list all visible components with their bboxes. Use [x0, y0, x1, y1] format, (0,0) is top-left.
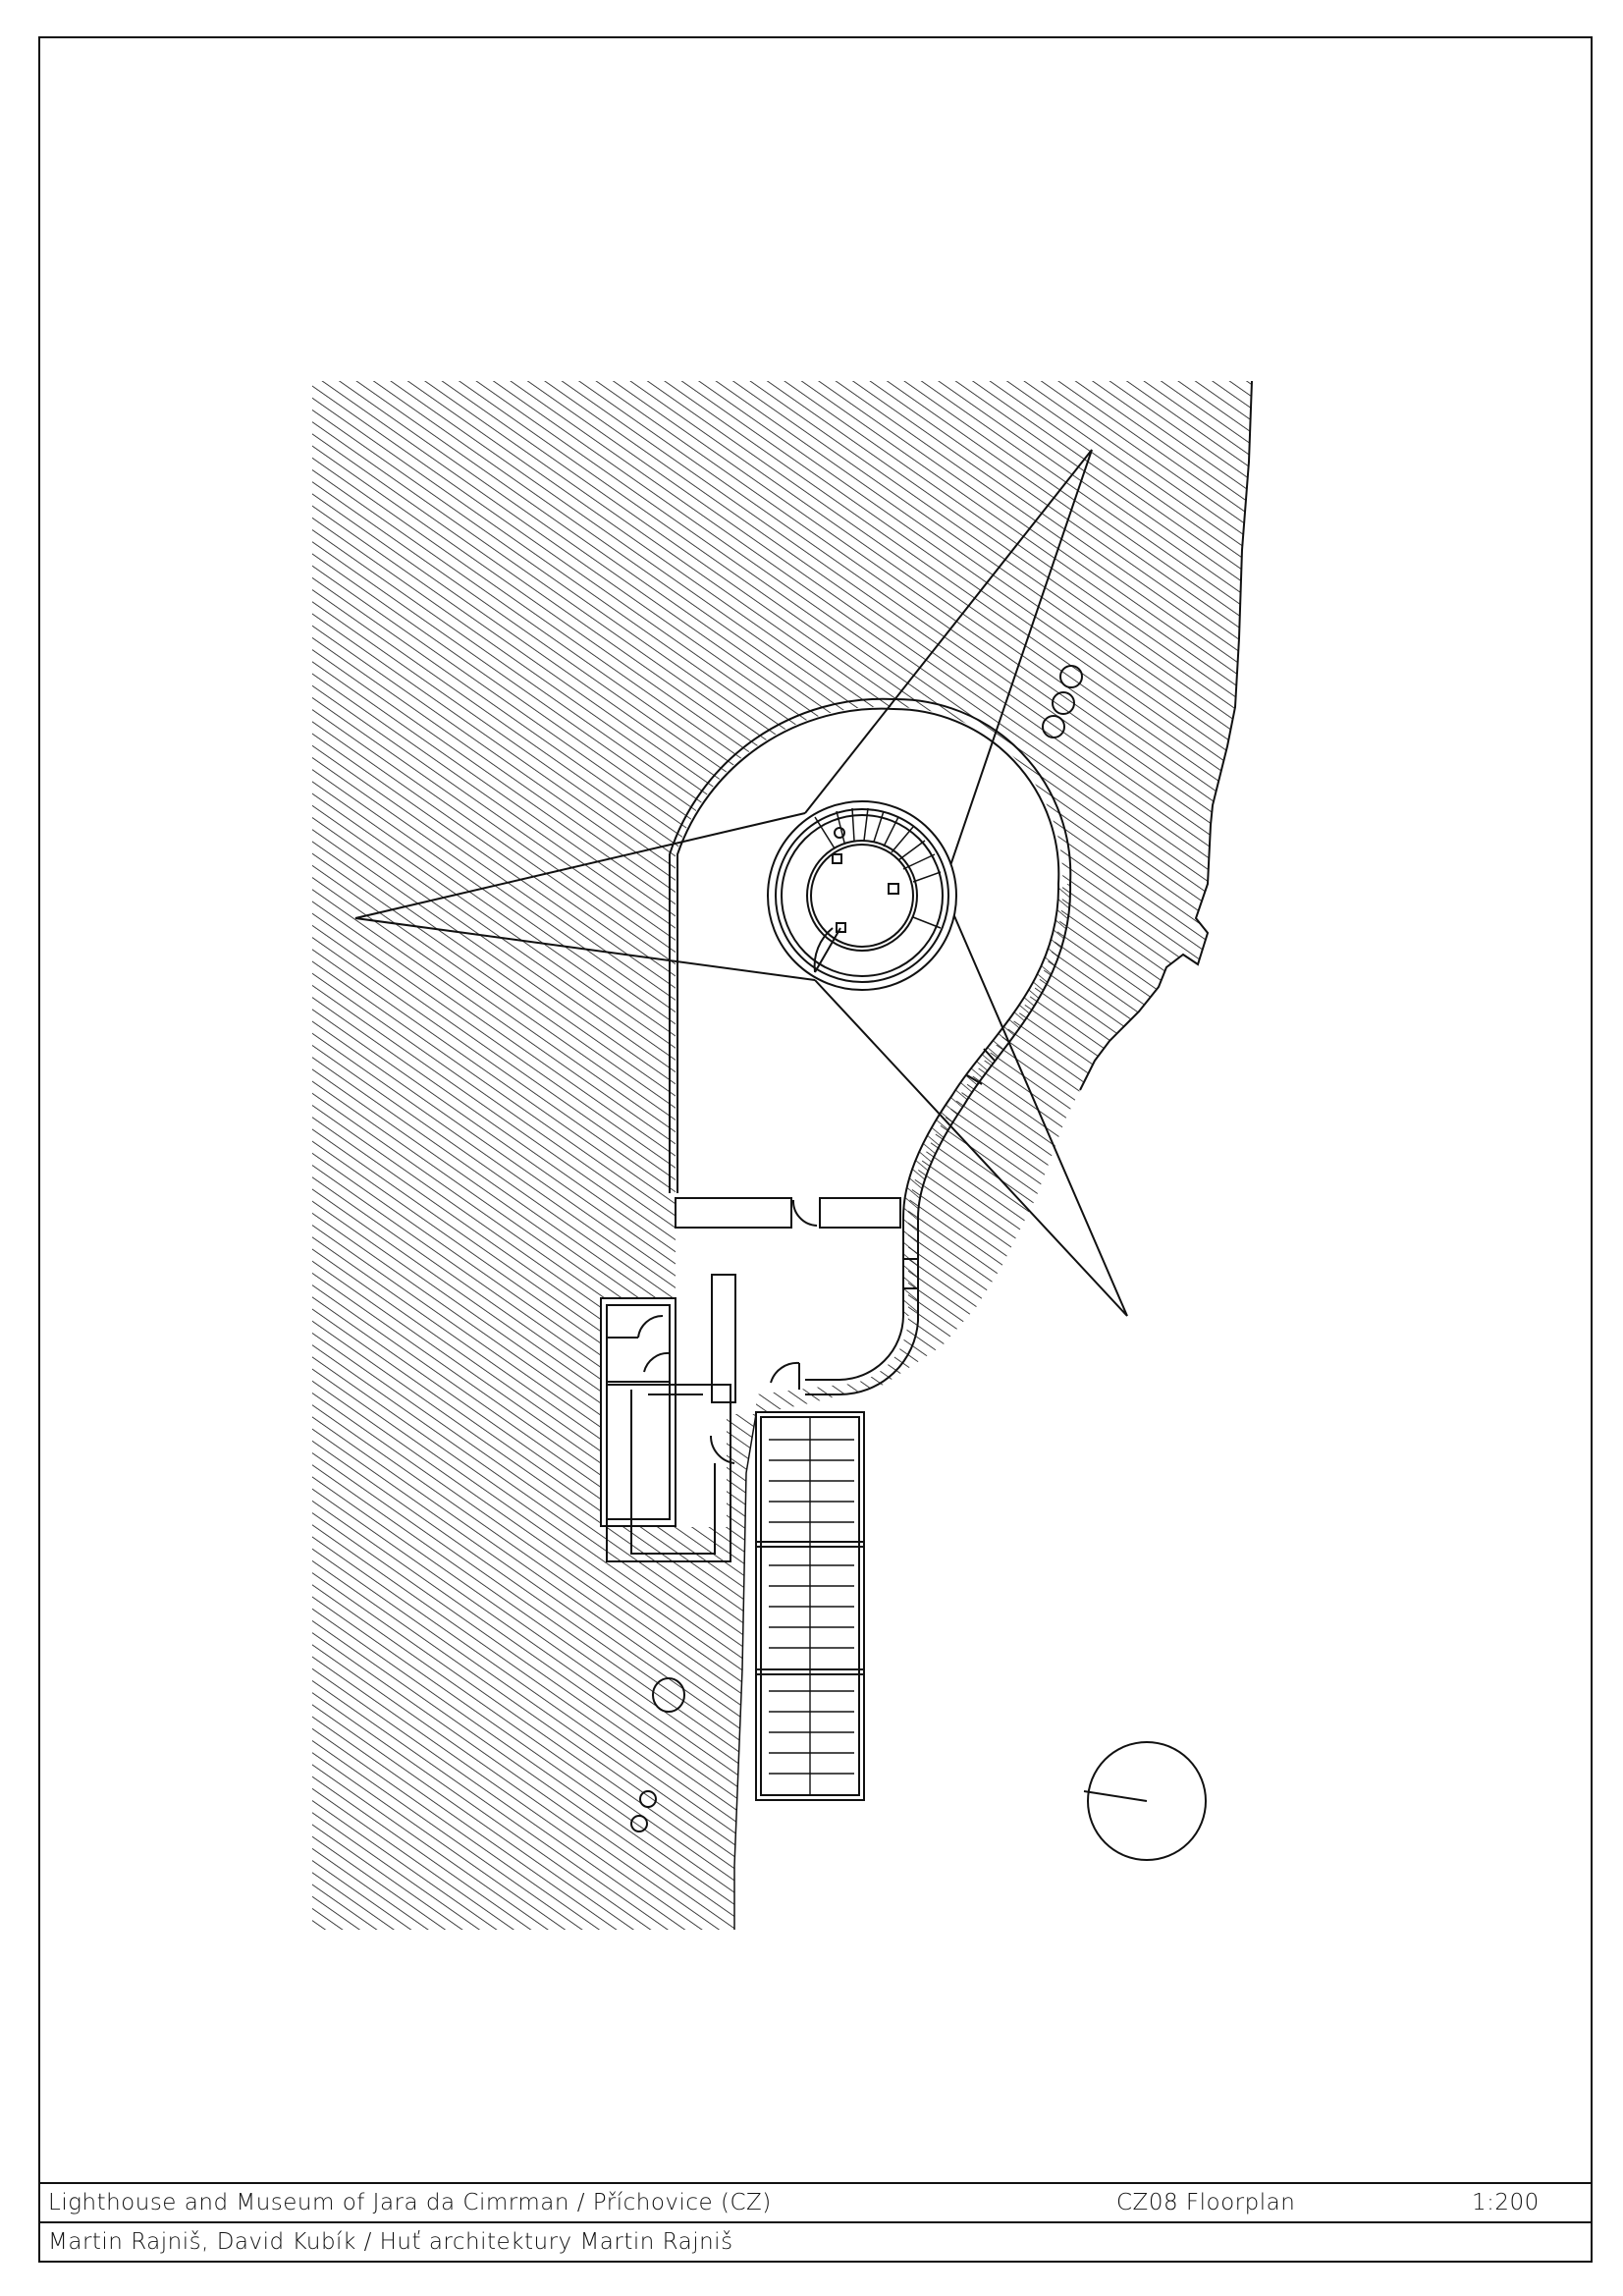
teardrop-outer-wall [669, 697, 1072, 1396]
entrance-rooms [600, 1197, 901, 1562]
authors: Martin Rajniš, David Kubík / Huť archite… [48, 2229, 733, 2255]
exterior-staircase [755, 1411, 865, 1801]
title-block-row-2: Martin Rajniš, David Kubík / Huť archite… [38, 2223, 1593, 2263]
title-block-row-1: Lighthouse and Museum of Jara da Cimrman… [38, 2184, 1593, 2223]
lighthouse-tower [767, 800, 957, 991]
drawing-sheet-frame [38, 36, 1593, 2263]
drawing-scale: 1:200 [1472, 2190, 1540, 2215]
trees [630, 665, 1083, 1832]
drawing-id: CZ08 Floorplan [1116, 2190, 1296, 2215]
north-arrow-icon [1083, 1741, 1207, 1861]
sightline-triangles [354, 449, 1128, 1317]
title-block: Lighthouse and Museum of Jara da Cimrman… [38, 2182, 1593, 2263]
stair-treads [769, 1439, 854, 1775]
project-title: Lighthouse and Museum of Jara da Cimrman… [48, 2190, 772, 2215]
